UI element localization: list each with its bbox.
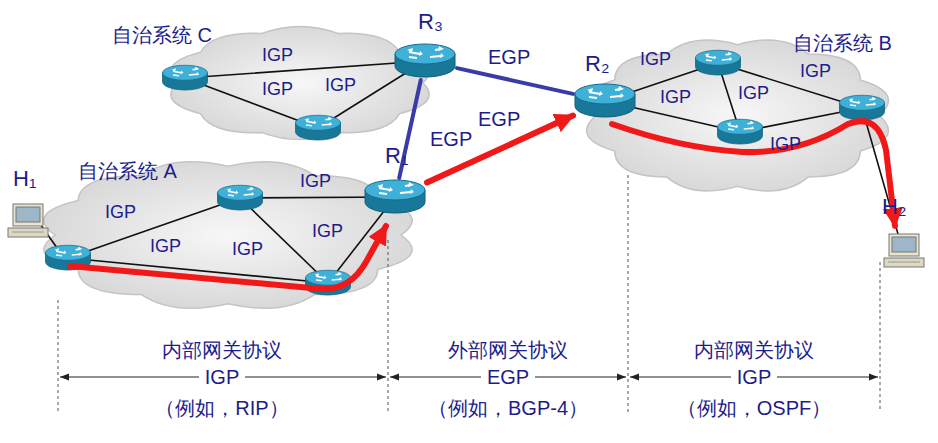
- egp-link: [457, 68, 573, 94]
- system-title: 自治系统 C: [112, 24, 212, 46]
- link-label: IGP: [105, 203, 136, 223]
- router-label: R₂: [585, 52, 609, 76]
- router-icon: [163, 65, 208, 90]
- protocol-caption: 内部网关协议: [688, 339, 820, 361]
- system-title: 自治系统 A: [78, 160, 177, 182]
- link-label: IGP: [770, 135, 801, 155]
- router-icon: [363, 178, 427, 216]
- link-label: EGP: [478, 108, 520, 130]
- computer-icon: [880, 233, 928, 269]
- link-label: IGP: [325, 76, 356, 96]
- router-icon: [395, 44, 455, 77]
- router-icon: [696, 50, 741, 75]
- link-label: IGP: [232, 240, 263, 260]
- protocol-caption: IGP: [199, 366, 245, 388]
- link-label: IGP: [312, 222, 343, 242]
- link-label: IGP: [640, 50, 671, 70]
- link-label: IGP: [300, 172, 331, 192]
- computer-icon: [884, 234, 924, 267]
- protocol-caption: （例如，BGP-4）: [422, 397, 594, 419]
- protocol-caption: （例如，OSPF）: [671, 397, 837, 419]
- router-icon: [393, 42, 457, 80]
- autonomous-system-cloud: 自治系统 CR₃: [150, 18, 450, 148]
- protocol-caption: （例如，RIP）: [149, 397, 294, 419]
- link-label: IGP: [800, 62, 831, 82]
- router-icon: [365, 180, 425, 213]
- protocol-caption: 内部网关协议: [156, 339, 288, 361]
- router-node: R₃: [393, 42, 457, 80]
- router-icon: [573, 82, 637, 120]
- egp-link: [457, 68, 573, 94]
- autonomous-system-cloud: 自治系统 B R₂: [565, 28, 910, 203]
- host-label: H₂: [882, 195, 906, 219]
- router-node: R₁: [363, 178, 427, 216]
- link-label: IGP: [738, 84, 769, 104]
- host-computer: H₂: [880, 233, 928, 269]
- computer-icon: [5, 203, 51, 239]
- computer-icon: [8, 204, 48, 237]
- router-node: R₂: [573, 82, 637, 120]
- host-label: H₁: [13, 167, 36, 191]
- router-icon: [718, 119, 763, 144]
- protocol-caption: IGP: [731, 366, 777, 388]
- link-label: EGP: [488, 46, 530, 68]
- host-computer: H₁: [5, 203, 51, 239]
- router-icon: [218, 185, 263, 210]
- router-label: R₁: [385, 144, 408, 168]
- protocol-caption: EGP: [481, 366, 535, 388]
- cloud-outline: [587, 40, 889, 191]
- router-icon: [840, 95, 885, 120]
- autonomous-system-cloud: 自治系统 A R₁: [18, 150, 438, 320]
- router-icon: [296, 115, 341, 140]
- link-label: IGP: [262, 46, 293, 66]
- router-icon: [575, 84, 635, 117]
- protocol-caption: 外部网关协议: [442, 339, 574, 361]
- system-title: 自治系统 B: [793, 32, 892, 54]
- cloud-outline: [44, 162, 412, 309]
- link-label: IGP: [262, 80, 293, 100]
- router-label: R₃: [418, 10, 443, 34]
- link-label: IGP: [150, 237, 181, 257]
- link-label: IGP: [660, 88, 691, 108]
- link-label: EGP: [430, 128, 472, 150]
